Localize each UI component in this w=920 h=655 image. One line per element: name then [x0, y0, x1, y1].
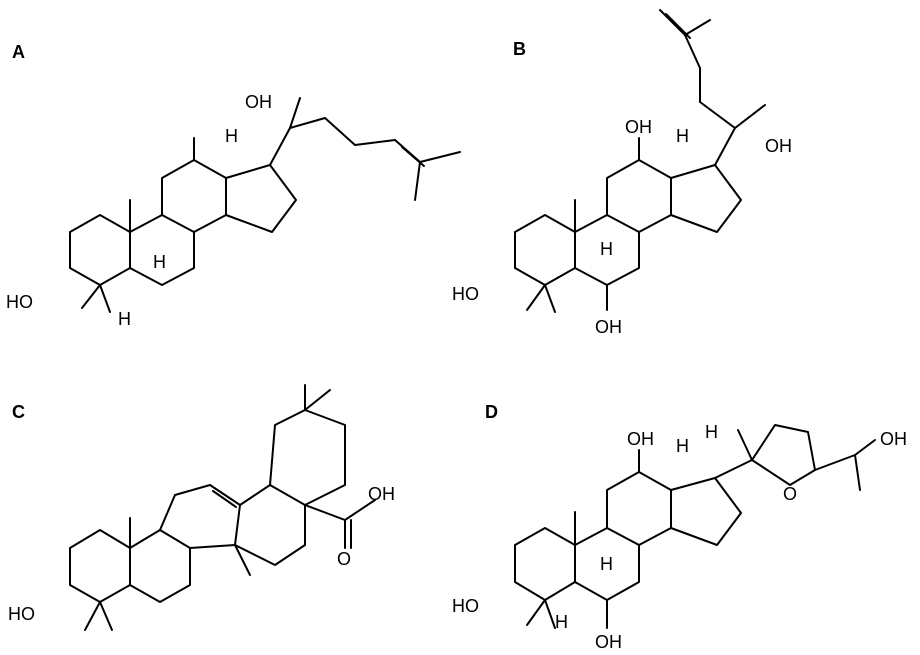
- atom-label-b-12-oh: OH: [625, 117, 652, 137]
- atom-label-d-12-oh: OH: [627, 429, 654, 449]
- atom-label-c-3-ho: HO: [8, 604, 35, 624]
- atom-label-b-6-oh: OH: [595, 317, 622, 337]
- panel-label-c: C: [12, 402, 25, 422]
- atom-label-b-3-ho: HO: [452, 284, 479, 304]
- panel-b: B OH OH HO OH H H: [452, 9, 792, 337]
- atom-label-d-h-4: H: [555, 612, 568, 632]
- atom-label-a-h-3: H: [118, 309, 131, 329]
- panel-d: D OH OH HO OH O H H H H: [452, 402, 907, 652]
- panel-c: C HO OH O: [8, 384, 395, 631]
- atom-label-c-acid-oh: OH: [368, 484, 395, 504]
- atom-label-d-3-ho: HO: [452, 596, 479, 616]
- panel-label-d: D: [485, 402, 498, 422]
- atom-label-d-6-oh: OH: [595, 632, 622, 652]
- atom-label-a-h-2: H: [153, 252, 166, 272]
- atom-label-d-ring-o: O: [783, 484, 797, 504]
- atom-label-d-h-3: H: [600, 554, 613, 574]
- atom-label-a-3-ho: HO: [6, 292, 33, 312]
- structure-c-bonds: [69, 384, 376, 631]
- structure-d-bonds: [514, 424, 876, 629]
- atom-label-b-h-2: H: [600, 239, 613, 259]
- atom-label-d-h-1: H: [676, 436, 689, 456]
- atom-label-b-h-1: H: [676, 126, 689, 146]
- atom-label-b-20-oh: OH: [765, 136, 792, 156]
- panel-label-a: A: [12, 42, 25, 62]
- structure-a-bonds: [69, 97, 461, 313]
- atom-label-d-h-2: H: [705, 422, 718, 442]
- panel-a: A HO OH: [6, 42, 461, 329]
- atom-label-c-acid-o: O: [337, 549, 351, 569]
- atom-label-a-20-oh: OH: [245, 92, 272, 112]
- structure-b-bonds: [514, 9, 766, 313]
- atom-label-a-h-1: H: [225, 126, 238, 146]
- panel-label-b: B: [513, 39, 526, 59]
- atom-label-d-side-oh: OH: [880, 429, 907, 449]
